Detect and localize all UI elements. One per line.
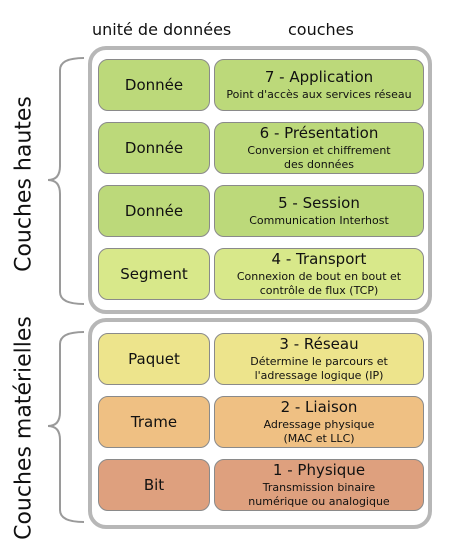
layer-description: Connexion de bout en bout et contrôle de… [236, 269, 402, 297]
layer-description: Communication Interhost [249, 213, 389, 227]
data-unit-cell: Paquet [98, 333, 210, 385]
data-unit-cell: Trame [98, 396, 210, 448]
layer-description: Point d'accès aux services réseau [226, 87, 412, 101]
data-unit-cell: Segment [98, 248, 210, 300]
data-unit-cell: Donnée [98, 59, 210, 111]
layer-cell: 5 - Session Communication Interhost [214, 185, 424, 237]
layer-row-transport: Segment 4 - Transport Connexion de bout … [98, 248, 424, 300]
layer-title: 1 - Physique [272, 460, 366, 479]
layer-row-application: Donnée 7 - Application Point d'accès aux… [98, 59, 424, 111]
layer-description: Conversion et chiffrement des données [247, 143, 391, 171]
layer-description: Détermine le parcours et l'adressage log… [250, 354, 388, 382]
layer-row-network: Paquet 3 - Réseau Détermine le parcours … [98, 333, 424, 385]
layer-description: Transmission binaire numérique ou analog… [248, 480, 390, 508]
layer-row-session: Donnée 5 - Session Communication Interho… [98, 185, 424, 237]
hardware-layers-label: Couches matérielles [11, 316, 37, 540]
layer-title: 6 - Présentation [259, 123, 379, 142]
layer-cell: 3 - Réseau Détermine le parcours et l'ad… [214, 333, 424, 385]
data-unit-cell: Bit [98, 459, 210, 511]
upper-layers-brace [47, 57, 85, 305]
layer-row-data-link: Trame 2 - Liaison Adressage physique (MA… [98, 396, 424, 448]
layer-cell: 2 - Liaison Adressage physique (MAC et L… [214, 396, 424, 448]
layer-title: 3 - Réseau [279, 334, 359, 353]
layer-cell: 4 - Transport Connexion de bout en bout … [214, 248, 424, 300]
hardware-layers-brace [47, 331, 85, 523]
data-unit-cell: Donnée [98, 185, 210, 237]
layer-cell: 7 - Application Point d'accès aux servic… [214, 59, 424, 111]
layer-title: 4 - Transport [271, 249, 367, 268]
layer-row-presentation: Donnée 6 - Présentation Conversion et ch… [98, 122, 424, 174]
layer-description: Adressage physique (MAC et LLC) [263, 417, 375, 445]
column-header-layers: couches [288, 20, 354, 39]
data-unit-cell: Donnée [98, 122, 210, 174]
layer-cell: 6 - Présentation Conversion et chiffreme… [214, 122, 424, 174]
layer-cell: 1 - Physique Transmission binaire numéri… [214, 459, 424, 511]
layer-title: 5 - Session [278, 193, 360, 212]
upper-layers-label: Couches hautes [11, 96, 37, 272]
layer-row-physical: Bit 1 - Physique Transmission binaire nu… [98, 459, 424, 511]
column-header-data-unit: unité de données [92, 20, 232, 39]
layer-title: 2 - Liaison [280, 397, 358, 416]
layer-title: 7 - Application [264, 67, 374, 86]
